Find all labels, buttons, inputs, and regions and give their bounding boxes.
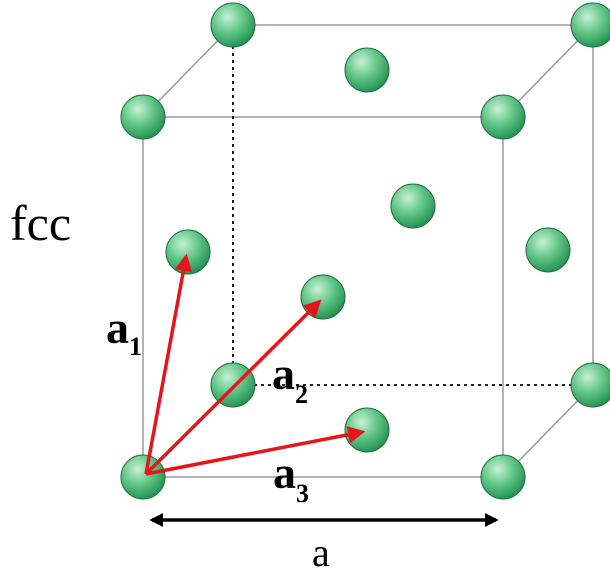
vector-a1-label: a1: [106, 302, 142, 361]
atoms: [120, 2, 610, 500]
atom-corner-front-top-left: [120, 94, 166, 140]
vector-a3-subscript: 3: [296, 479, 309, 508]
vector-a2-subscript: 2: [295, 380, 308, 409]
vector-a3-symbol: a: [273, 447, 296, 498]
vector-a2-label: a2: [272, 348, 308, 409]
vector-a1-arrow: [144, 253, 193, 475]
vector-a1-symbol: a: [106, 302, 129, 353]
vector-a1-subscript: 1: [129, 332, 142, 361]
atom-corner-back-bottom-right: [570, 362, 610, 408]
atom-face-right: [525, 227, 571, 273]
vector-a3-arrow: [145, 426, 366, 476]
cube-edges: [142, 24, 594, 478]
vector-a3-label: a3: [273, 447, 309, 508]
atom-face-back: [390, 183, 436, 229]
atom-corner-front-bottom-right: [480, 454, 526, 500]
atom-face-top: [344, 47, 390, 93]
atom-face-bottom: [344, 407, 390, 453]
vector-a2-symbol: a: [272, 348, 295, 399]
lattice-constant-label: a: [312, 530, 330, 575]
atom-face-left: [165, 229, 211, 275]
primitive-vectors: [144, 253, 366, 476]
structure-label: fcc: [10, 195, 71, 251]
atom-corner-back-top-right: [570, 2, 610, 48]
atom-corner-front-top-right: [480, 94, 526, 140]
vector-a2-arrow: [144, 299, 322, 476]
atom-corner-back-top-left: [210, 2, 256, 48]
